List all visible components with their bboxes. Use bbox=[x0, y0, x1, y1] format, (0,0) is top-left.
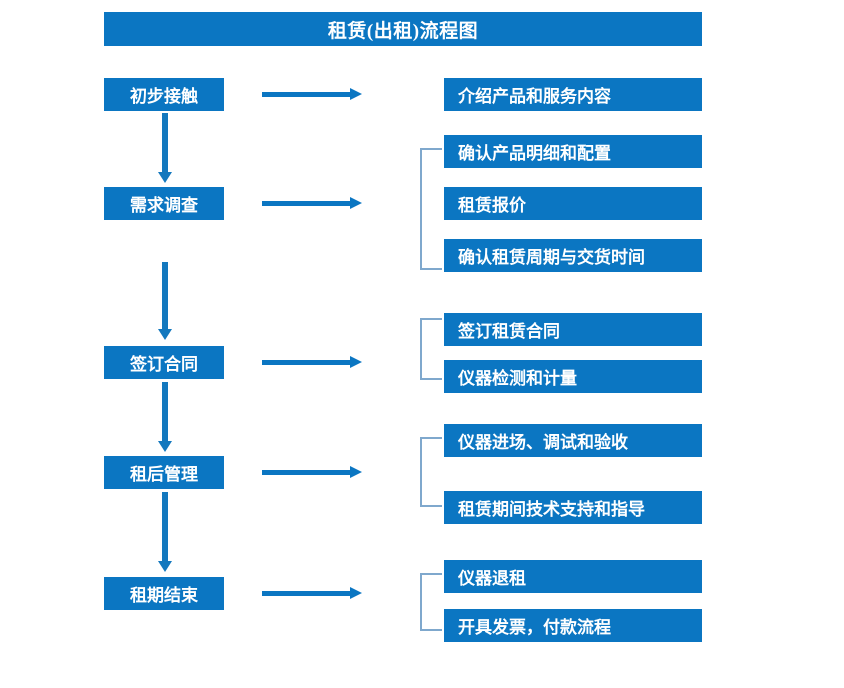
arrow-shaft bbox=[262, 92, 352, 97]
detail-label-1: 介绍产品和服务内容 bbox=[458, 87, 611, 106]
detail-box-6[interactable]: 仪器检测和计量 bbox=[444, 360, 702, 393]
arrow-shaft bbox=[262, 470, 352, 475]
stage-box-2[interactable]: 需求调查 bbox=[104, 187, 224, 220]
arrow-shaft bbox=[262, 360, 352, 365]
detail-box-4[interactable]: 确认租赁周期与交货时间 bbox=[444, 239, 702, 272]
group-bracket-3 bbox=[420, 318, 442, 380]
flow-arrow-down-4 bbox=[158, 492, 172, 572]
arrow-shaft bbox=[162, 492, 168, 561]
arrow-head-right-icon bbox=[350, 587, 362, 599]
arrow-head-right-icon bbox=[350, 88, 362, 100]
detail-label-10: 开具发票，付款流程 bbox=[458, 618, 611, 637]
arrow-head-down-icon bbox=[158, 561, 172, 572]
flow-arrow-right-2 bbox=[262, 197, 362, 209]
detail-label-2: 确认产品明细和配置 bbox=[458, 144, 611, 163]
arrow-head-down-icon bbox=[158, 172, 172, 183]
arrow-shaft bbox=[162, 113, 168, 172]
arrow-head-right-icon bbox=[350, 356, 362, 368]
stage-box-5[interactable]: 租期结束 bbox=[104, 577, 224, 610]
detail-label-8: 租赁期间技术支持和指导 bbox=[458, 500, 645, 519]
page-title: 租赁(出租)流程图 bbox=[104, 12, 702, 46]
arrow-head-down-icon bbox=[158, 441, 172, 452]
stage-box-3[interactable]: 签订合同 bbox=[104, 346, 224, 379]
detail-box-10[interactable]: 开具发票，付款流程 bbox=[444, 609, 702, 642]
stage-box-1[interactable]: 初步接触 bbox=[104, 78, 224, 111]
detail-box-1[interactable]: 介绍产品和服务内容 bbox=[444, 78, 702, 111]
detail-label-6: 仪器检测和计量 bbox=[458, 369, 577, 388]
stage-label-2: 需求调查 bbox=[130, 196, 198, 215]
detail-box-5[interactable]: 签订租赁合同 bbox=[444, 313, 702, 346]
arrow-shaft bbox=[162, 382, 168, 441]
flow-arrow-right-5 bbox=[262, 587, 362, 599]
stage-label-3: 签订合同 bbox=[130, 355, 198, 374]
stage-label-4: 租后管理 bbox=[130, 465, 198, 484]
arrow-head-down-icon bbox=[158, 329, 172, 340]
group-bracket-4 bbox=[420, 437, 442, 507]
arrow-shaft bbox=[162, 262, 168, 329]
flow-arrow-right-4 bbox=[262, 466, 362, 478]
detail-label-5: 签订租赁合同 bbox=[458, 322, 560, 341]
arrow-shaft bbox=[262, 201, 352, 206]
detail-box-3[interactable]: 租赁报价 bbox=[444, 187, 702, 220]
stage-label-1: 初步接触 bbox=[130, 87, 198, 106]
flow-arrow-right-3 bbox=[262, 356, 362, 368]
flow-arrow-down-3 bbox=[158, 382, 172, 452]
detail-box-2[interactable]: 确认产品明细和配置 bbox=[444, 135, 702, 168]
detail-box-7[interactable]: 仪器进场、调试和验收 bbox=[444, 424, 702, 457]
arrow-head-right-icon bbox=[350, 197, 362, 209]
detail-box-8[interactable]: 租赁期间技术支持和指导 bbox=[444, 491, 702, 524]
arrow-head-right-icon bbox=[350, 466, 362, 478]
flow-arrow-down-1 bbox=[158, 113, 172, 183]
detail-label-7: 仪器进场、调试和验收 bbox=[458, 433, 628, 452]
stage-box-4[interactable]: 租后管理 bbox=[104, 456, 224, 489]
detail-box-9[interactable]: 仪器退租 bbox=[444, 560, 702, 593]
arrow-shaft bbox=[262, 591, 352, 596]
stage-label-5: 租期结束 bbox=[130, 586, 198, 605]
group-bracket-5 bbox=[420, 573, 442, 631]
detail-label-9: 仪器退租 bbox=[458, 569, 526, 588]
group-bracket-2 bbox=[420, 148, 442, 270]
flow-arrow-down-2 bbox=[158, 262, 172, 340]
detail-label-4: 确认租赁周期与交货时间 bbox=[458, 248, 645, 267]
detail-label-3: 租赁报价 bbox=[458, 196, 526, 215]
flow-arrow-right-1 bbox=[262, 88, 362, 100]
